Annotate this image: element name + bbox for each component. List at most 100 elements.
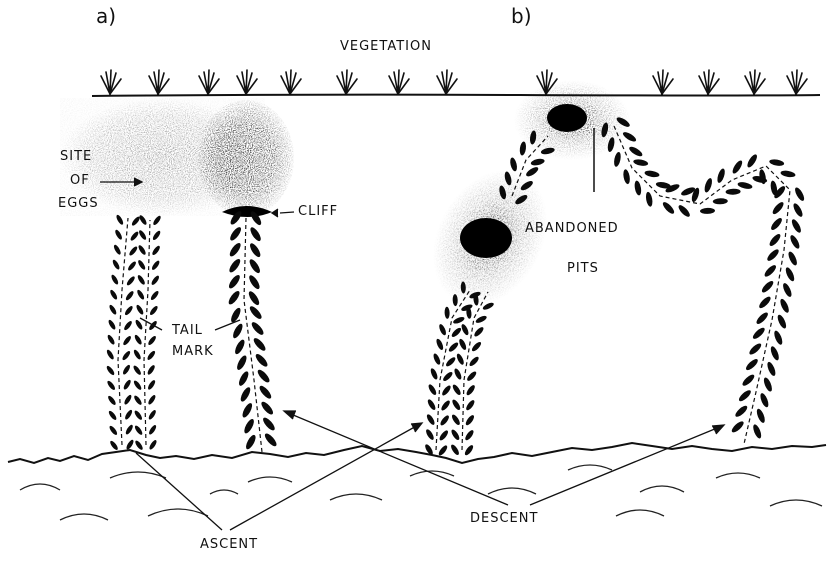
flipper-mark	[731, 159, 744, 175]
flipper-mark	[445, 356, 457, 368]
flipper-mark	[613, 151, 622, 167]
flipper-mark	[242, 418, 255, 435]
flipper-mark	[106, 349, 116, 361]
flipper-mark	[784, 266, 796, 282]
flipper-mark	[146, 364, 156, 376]
cliff-arrow	[280, 212, 294, 213]
flipper-mark	[748, 342, 763, 357]
flipper-mark	[757, 295, 772, 310]
flipper-mark	[509, 157, 518, 172]
tail-mark-label-2: MARK	[172, 345, 214, 358]
flipper-mark	[633, 158, 649, 167]
flipper-mark	[152, 215, 162, 226]
vegetation-label: VEGETATION	[340, 40, 432, 53]
site-of-eggs-label-2: OF	[70, 174, 90, 187]
flipper-mark	[105, 365, 115, 376]
flipper-mark	[751, 326, 766, 341]
flipper-mark	[444, 307, 449, 319]
flipper-mark	[465, 399, 476, 412]
flipper-mark	[235, 354, 248, 371]
descent-line-2	[530, 426, 722, 505]
flipper-mark	[755, 408, 766, 424]
flipper-mark	[435, 338, 444, 351]
flipper-mark	[263, 432, 278, 448]
flipper-mark	[425, 413, 436, 426]
flipper-mark	[252, 336, 267, 352]
flipper-mark	[450, 428, 461, 441]
flipper-mark	[525, 165, 540, 178]
flipper-mark	[124, 305, 134, 316]
flipper-mark	[464, 429, 475, 442]
flipper-mark	[108, 425, 118, 436]
flipper-mark	[773, 330, 784, 346]
flipper-mark	[530, 158, 545, 167]
flipper-mark	[737, 388, 752, 402]
vegetation-line	[92, 95, 820, 96]
flipper-mark	[244, 434, 257, 451]
flipper-mark	[766, 248, 781, 263]
flipper-mark	[737, 181, 753, 190]
flipper-mark	[468, 355, 480, 367]
flipper-mark	[126, 275, 136, 286]
flipper-mark	[109, 440, 119, 451]
flipper-mark	[123, 320, 133, 331]
flipper-mark	[107, 319, 117, 331]
flipper-mark	[677, 204, 692, 219]
flipper-mark	[131, 215, 141, 226]
panel-label-a: a)	[96, 6, 116, 26]
flipper-mark	[239, 386, 252, 403]
flipper-mark	[744, 357, 759, 372]
flipper-mark	[442, 371, 454, 383]
vegetation-tuft	[437, 70, 457, 94]
ascent-track-b-right	[450, 292, 495, 457]
flipper-mark	[247, 274, 261, 291]
flipper-mark	[114, 229, 123, 241]
flipper-mark	[136, 289, 146, 301]
flipper-mark	[138, 229, 148, 241]
flipper-mark	[250, 320, 265, 336]
flipper-mark	[455, 353, 465, 366]
flipper-mark	[703, 177, 713, 193]
flipper-mark	[261, 416, 276, 432]
flipper-mark	[151, 245, 161, 256]
flipper-mark	[787, 250, 799, 266]
flipper-mark	[779, 298, 791, 314]
flipper-mark	[713, 198, 728, 204]
flipper-mark	[106, 380, 116, 391]
flipper-mark	[129, 230, 139, 241]
vegetation-tuft	[699, 70, 719, 94]
flipper-mark	[425, 428, 436, 441]
flipper-mark	[248, 305, 263, 321]
flipper-mark	[781, 282, 793, 298]
flipper-mark	[716, 168, 726, 184]
flipper-mark	[726, 188, 741, 194]
pits-label: PITS	[567, 262, 599, 275]
abandoned-label: ABANDONED	[525, 222, 619, 235]
vegetation-tuft	[337, 70, 357, 94]
flipper-mark	[122, 379, 132, 391]
flipper-mark	[133, 349, 143, 361]
flipper-mark	[458, 338, 468, 351]
flipper-mark	[254, 352, 269, 368]
vegetation-tuft	[149, 70, 169, 94]
flipper-mark	[471, 341, 483, 353]
descent-arrow-head-2	[712, 425, 724, 434]
ascent-track-a-left	[105, 214, 141, 451]
flipper-mark	[107, 410, 117, 421]
flipper-mark	[792, 202, 805, 218]
vegetation-tuft	[653, 70, 673, 94]
flipper-mark	[429, 367, 438, 380]
flipper-mark	[249, 226, 263, 243]
flipper-mark	[227, 257, 242, 274]
flipper-mark	[231, 322, 244, 339]
flipper-mark	[427, 383, 438, 396]
flipper-mark	[475, 314, 488, 324]
flipper-mark	[426, 398, 437, 411]
flipper-mark	[147, 394, 157, 406]
flipper-mark	[128, 245, 138, 256]
soil-texture	[20, 465, 822, 520]
flipper-mark	[148, 439, 158, 451]
descent-track-a	[227, 209, 279, 452]
vegetation-tuft	[199, 70, 219, 94]
